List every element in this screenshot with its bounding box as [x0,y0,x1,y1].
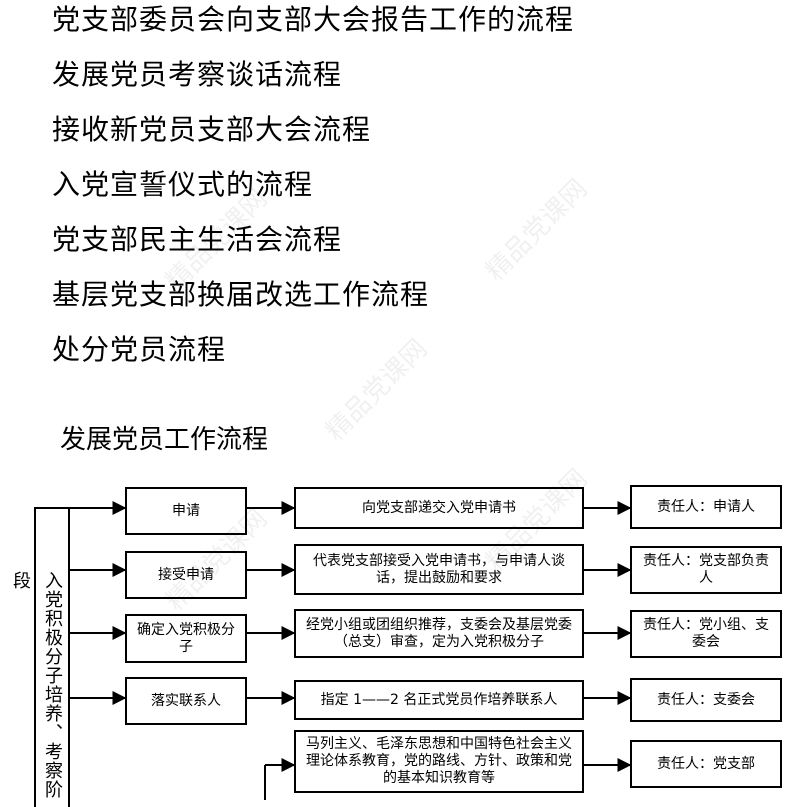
toc-item[interactable]: 党支部委员会向支部大会报告工作的流程 [52,3,575,36]
step-owner: 责任人：党支部 [657,755,755,772]
step-detail: 马列主义、毛泽东思想和中国特色社会主义理论体系教育，党的路线、方针、政策和党的基… [306,736,572,786]
step-owner: 责任人：党支部负责人 [643,553,769,586]
step-detail: 代表党支部接受入党申请书，与申请人谈话，提出鼓励和要求 [313,552,565,586]
toc-item[interactable]: 处分党员流程 [52,333,227,366]
step-detail-box[interactable]: 指定 1——2 名正式党员作培养联系人 [294,680,584,720]
toc-item[interactable]: 入党宣誓仪式的流程 [52,168,314,201]
step-label: 接受申请 [158,566,214,583]
step-owner: 责任人：支委会 [657,691,755,708]
step-owner-box[interactable]: 责任人：支委会 [630,678,782,722]
step-owner-box[interactable]: 责任人：申请人 [630,485,782,529]
toc-item[interactable]: 党支部民主生活会流程 [52,223,343,256]
step-owner: 责任人：申请人 [657,498,755,515]
step-owner-box[interactable]: 责任人：党小组、支委会 [630,610,782,658]
step-label-box[interactable]: 申请 [125,487,247,535]
toc-item[interactable]: 发展党员考察谈话流程 [52,58,343,91]
stage-label: 入党积极分子培养、考察阶段 [10,571,63,799]
step-label: 申请 [172,502,200,519]
step-detail: 向党支部递交入党申请书 [362,499,516,516]
step-detail: 经党小组或团组织推荐，支委会及基层党委（总支）审查，定为入党积极分子 [306,616,572,650]
step-label: 落实联系人 [151,692,221,709]
step-owner-box[interactable]: 责任人：党支部负责人 [630,546,782,594]
step-owner-box[interactable]: 责任人：党支部 [630,740,782,788]
step-detail-box[interactable]: 经党小组或团组织推荐，支委会及基层党委（总支）审查，定为入党积极分子 [294,609,584,658]
step-label: 确定入党积极分子 [137,621,235,655]
step-label-box[interactable]: 接受申请 [125,551,247,599]
step-label-box[interactable]: 确定入党积极分子 [125,614,247,663]
toc-item[interactable]: 基层党支部换届改选工作流程 [52,278,430,311]
step-owner: 责任人：党小组、支委会 [643,617,769,650]
step-detail-box[interactable]: 马列主义、毛泽东思想和中国特色社会主义理论体系教育，党的路线、方针、政策和党的基… [294,730,584,793]
flow-title: 发展党员工作流程 [60,425,269,455]
toc-item[interactable]: 接收新党员支部大会流程 [52,113,372,146]
step-label-box[interactable]: 落实联系人 [125,677,247,725]
step-detail-box[interactable]: 向党支部递交入党申请书 [294,487,584,529]
stage-box: 入党积极分子培养、考察阶段 [10,507,70,807]
step-detail: 指定 1——2 名正式党员作培养联系人 [320,691,558,708]
step-detail-box[interactable]: 代表党支部接受入党申请书，与申请人谈话，提出鼓励和要求 [294,544,584,595]
